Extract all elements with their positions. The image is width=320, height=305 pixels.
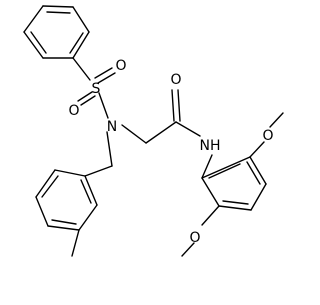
sulfonyl-oxygen-label: O	[68, 103, 79, 119]
sulfur-atom-label: S	[92, 81, 101, 97]
dimethoxyphenyl-ring	[201, 154, 267, 211]
phenyl-ring	[23, 5, 90, 59]
glycinamide-chain	[121, 89, 201, 144]
methoxy-groups	[181, 112, 284, 257]
sulfonyl-group	[72, 57, 116, 119]
benzyl-group	[84, 131, 113, 177]
sulfonamide-nitrogen-label: N	[107, 119, 117, 135]
tolyl-ring	[35, 169, 98, 257]
carbonyl-oxygen-label: O	[170, 72, 181, 88]
molecule-structure-diagram: S O O N O NH O O	[23, 5, 284, 257]
methoxy-oxygen-label: O	[262, 128, 273, 144]
amide-nh-label: NH	[200, 138, 221, 154]
sulfonyl-oxygen-label: O	[115, 58, 126, 74]
methoxy-oxygen-label: O	[189, 230, 200, 246]
